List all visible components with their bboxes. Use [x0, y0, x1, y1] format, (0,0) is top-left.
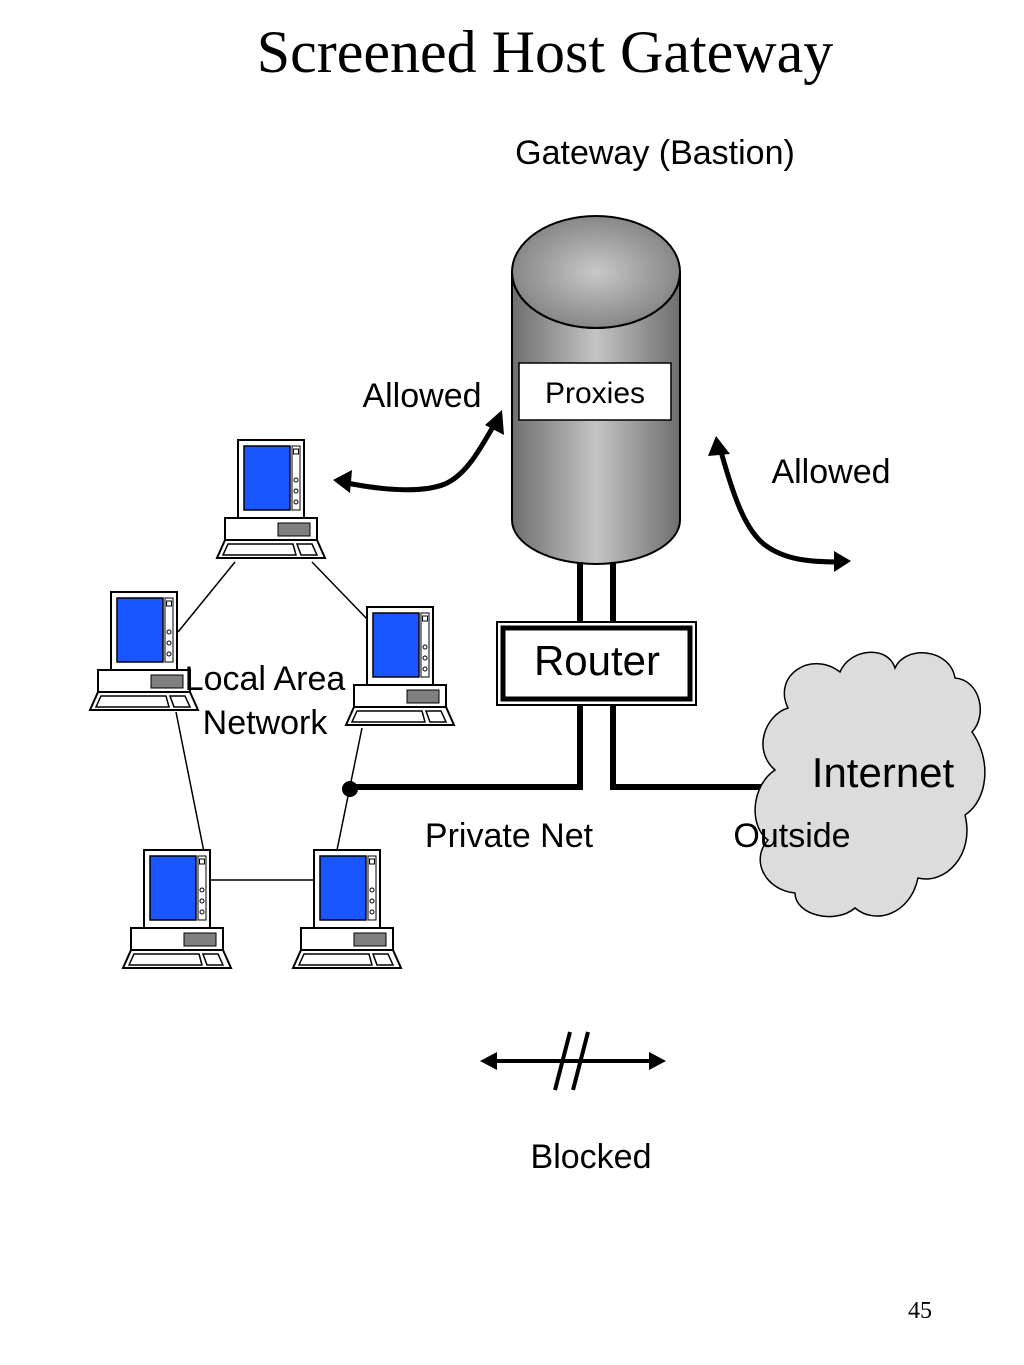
- blocked-arrow-icon: [480, 1031, 666, 1091]
- private-net-label: Private Net: [425, 817, 594, 855]
- lan-links: [175, 561, 369, 881]
- workstation-icon: [89, 591, 199, 711]
- router-box: Router: [496, 621, 697, 706]
- blocked-label: Blocked: [531, 1138, 652, 1176]
- internet-label: Internet: [812, 749, 955, 796]
- allowed-left-label: Allowed: [362, 377, 481, 415]
- lan-label-line1: Local Area: [185, 660, 346, 698]
- outside-label: Outside: [733, 817, 850, 855]
- gateway-router-link: [577, 562, 616, 624]
- gateway-label: Gateway (Bastion): [515, 134, 795, 172]
- workstation-icon: [216, 439, 326, 559]
- allowed-right-arrow-icon: [708, 436, 851, 572]
- allowed-left-arrow-icon: [333, 410, 504, 493]
- router-network-links: [350, 705, 770, 790]
- proxies-label: Proxies: [545, 377, 645, 410]
- lan-label-line2: Network: [203, 704, 329, 742]
- slide-title: Screened Host Gateway: [257, 19, 833, 85]
- page-number: 45: [908, 1298, 932, 1324]
- workstation-icon: [345, 606, 455, 726]
- workstation-icon: [292, 849, 402, 969]
- router-label: Router: [534, 637, 660, 684]
- workstation-icon: [122, 849, 232, 969]
- proxies-box: Proxies: [518, 362, 672, 421]
- cloud-icon: Internet: [754, 651, 986, 918]
- allowed-right-label: Allowed: [771, 453, 890, 491]
